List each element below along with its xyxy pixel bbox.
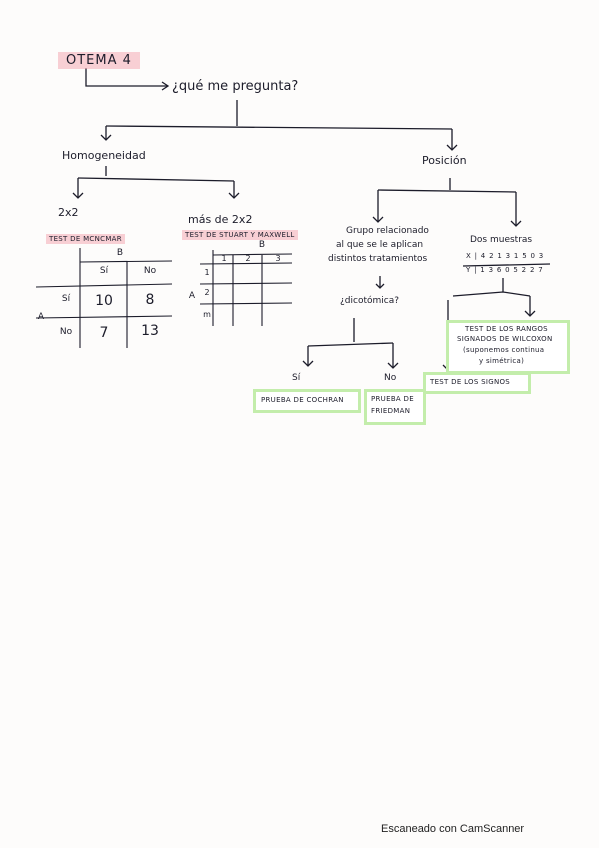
dicotomica-question: ¿dicotómica? (340, 296, 399, 306)
stuart-row-header: 1 (204, 268, 210, 277)
stuart-row-var: A (188, 291, 196, 301)
mcnemar-col-var: B (116, 248, 124, 258)
stuart-maxwell-test-label: TEST DE STUART Y MAXWELL (182, 230, 298, 240)
stuart-col-header: 3 (275, 254, 281, 263)
group-text-line: al que se le aplican (336, 240, 424, 250)
no-label: No (384, 373, 397, 383)
mcnemar-test-label: TEST DE MCNCMAR (46, 234, 125, 244)
mcnemar-col-header: Sí (99, 266, 109, 276)
title-connector (85, 68, 168, 87)
mcnemar-col-header: No (143, 266, 157, 276)
group-text-line: Grupo relacionado (346, 226, 429, 236)
mcnemar-row-header: No (59, 327, 73, 337)
mcnemar-cell: 7 (99, 325, 109, 341)
friedman-label-line: FRIEDMAN (371, 407, 411, 415)
stuart-row-header: 2 (204, 288, 210, 297)
cochran-box: PRUEBA DE COCHRAN (253, 389, 361, 413)
stuart-col-header: 1 (221, 254, 227, 263)
two-by-two-label: 2x2 (58, 206, 79, 219)
si-label: Sí (292, 373, 301, 383)
mcnemar-row-header: Sí (61, 294, 71, 304)
question-label: ¿qué me pregunta? (172, 79, 299, 94)
wilcoxon-line: (suponemos continua (463, 346, 545, 354)
more-than-two-label: más de 2x2 (188, 213, 253, 226)
camscanner-footer: Escaneado con CamScanner (381, 823, 525, 835)
mcnemar-row-var: A (37, 312, 45, 322)
stuart-col-var: B (258, 240, 266, 250)
signos-label: TEST DE LOS SIGNOS (430, 378, 511, 386)
group-text-line: distintos tratamientos (328, 254, 428, 264)
wilcoxon-box: TEST DE LOS RANGOS SIGNADOS DE WILCOXON … (446, 320, 570, 374)
stuart-col-header: 2 (245, 254, 251, 263)
stuart-grid (199, 250, 293, 326)
wilcoxon-line: TEST DE LOS RANGOS (465, 325, 548, 333)
two-samples-label: Dos muestras (470, 235, 533, 245)
mcnemar-grid (35, 248, 173, 348)
mcnemar-cell: 8 (145, 292, 155, 308)
cochran-label: PRUEBA DE COCHRAN (261, 396, 344, 404)
friedman-box: PRUEBA DE FRIEDMAN (364, 389, 426, 425)
homogeneidad-heading: Homogeneidad (62, 149, 146, 162)
wilcoxon-line: y simétrica) (479, 357, 525, 365)
friedman-label-line: PRUEBA DE (371, 395, 414, 403)
page-title: OTEMA 4 (58, 52, 140, 69)
stuart-row-header: m (203, 310, 211, 319)
mcnemar-cell: 13 (141, 323, 159, 339)
x-sample-row: X | 4 2 1 3 1 5 0 3 (466, 252, 545, 260)
wilcoxon-line: SIGNADOS DE WILCOXON (457, 335, 553, 343)
signos-box: TEST DE LOS SIGNOS (423, 372, 531, 394)
posicion-heading: Posición (422, 154, 467, 167)
mcnemar-cell: 10 (95, 293, 113, 309)
y-sample-row: Y | 1 3 6 0 5 2 2 7 (466, 266, 544, 274)
